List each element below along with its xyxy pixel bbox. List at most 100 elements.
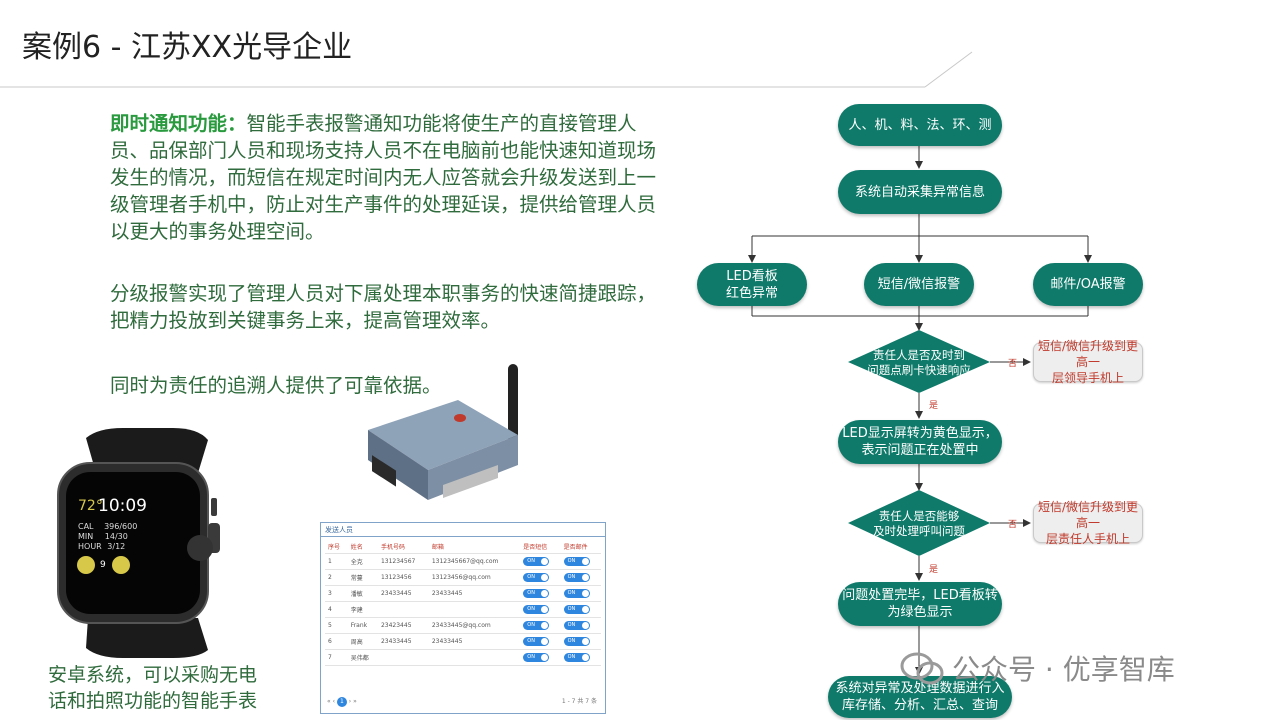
cell-no: 2 [325,569,348,586]
table-row: 6 周高 23433445 23433445 ON ON [325,633,601,650]
cell-email: 23433445 [428,585,521,602]
sms-toggle[interactable]: ON [523,604,550,614]
cell-name: 吴伟都 [347,649,378,666]
led-red-line1: LED看板 [726,268,778,284]
watch-min-value: 14/30 [104,532,128,541]
cell-no: 7 [325,649,348,666]
decision-2-text: 责任人是否能够 及时处理呼叫问题 [860,509,978,539]
cell-name: 全克 [347,553,378,570]
sms-toggle[interactable]: ON [523,636,550,646]
cell-email: 13123456@qq.com [428,569,521,586]
cell-name: 常蔓 [347,569,378,586]
traceability-paragraph: 同时为责任的追溯人提供了可靠依据。 [110,374,442,397]
tiered-alarm-paragraph: 分级报警实现了管理人员对下属处理本职事务的快速简捷跟踪，把精力投放到关键事务上来… [110,282,657,332]
flow-node-sms-alarm: 短信/微信报警 [864,263,974,306]
col-header: 是否短信 [520,541,561,554]
cell-no: 4 [325,601,348,618]
escalate-owner-line2: 层责任人手机上 [1045,532,1130,546]
watermark: 公众号 · 优享智库 [900,648,1175,688]
escalate-leader-line2: 层领导手机上 [1051,371,1124,385]
table-header-row: 序号 姓名 手机号码 邮箱 是否短信 是否邮件 [325,541,601,554]
no-label-1: 否 [1008,359,1018,369]
flow-node-led-red: LED看板 红色异常 [697,263,807,306]
flow-node-auto-collect: 系统自动采集异常信息 [838,170,1002,214]
table-row: 3 潘敏 23433445 23433445 ON ON [325,585,601,602]
record-count: 1 - 7 共 7 条 [561,698,597,705]
led-yellow-line2: 表示问题正在处置中 [861,443,979,458]
mail-toggle[interactable]: ON [563,588,590,598]
cell-no: 1 [325,553,348,570]
mail-toggle[interactable]: ON [563,604,590,614]
decision-1-line2: 问题点刷卡快速响应 [867,363,971,377]
mail-toggle[interactable]: ON [563,620,590,630]
watch-cal-value: 396/600 [104,522,138,531]
table-row: 1 全克 131234567 1312345667@qq.com ON ON [325,553,601,570]
watch-caption-line1: 安卓系统，可以采购无电 [48,664,258,686]
gsm-modem-image [368,364,518,500]
col-header: 是否邮件 [560,541,601,554]
col-header: 手机号码 [377,541,429,554]
cell-no: 3 [325,585,348,602]
decision-diamond-2 [848,490,990,556]
mail-toggle[interactable]: ON [563,636,590,646]
yes-label-1: 是 [929,401,939,411]
wechat-icon [900,652,944,685]
decision-2-line1: 责任人是否能够 [878,509,960,523]
flow-node-mail-alarm: 邮件/OA报警 [1033,263,1143,306]
data-storage-line1: 系统对异常及处理数据进行入 [835,681,1005,696]
cell-no: 5 [325,617,348,634]
escalate-owner-box: 短信/微信升级到更高一 层责任人手机上 [1033,500,1143,546]
cell-email: 23433445@qq.com [428,617,521,634]
watch-time: 10:09 [98,496,147,516]
smart-watch-image [57,428,220,658]
cell-phone: 23433445 [377,633,429,650]
cell-phone: 131234567 [377,553,429,570]
cell-phone [377,601,429,618]
cell-phone [377,649,429,666]
cell-no: 6 [325,633,348,650]
decision-2-line2: 及时处理呼叫问题 [873,524,965,538]
decision-1-text: 责任人是否及时到 问题点刷卡快速响应 [860,348,978,378]
cell-name: 李建 [347,601,378,618]
sms-toggle[interactable]: ON [523,556,550,566]
flow-node-6m: 人、机、料、法、环、测 [838,104,1002,146]
sms-toggle[interactable]: ON [523,620,550,630]
page-button[interactable]: 1 [336,697,347,707]
yes-label-2: 是 [929,565,939,575]
mail-toggle[interactable]: ON [563,556,590,566]
pagination: « ‹ 1 › » [327,697,357,707]
mail-toggle[interactable]: ON [563,572,590,582]
decision-1-line1: 责任人是否及时到 [873,348,965,362]
flow-node-led-yellow: LED显示屏转为黄色显示， 表示问题正在处置中 [838,420,1002,464]
watch-caption-line2: 话和拍照功能的智能手表 [48,690,258,712]
watch-hour-label: HOUR [78,542,102,551]
table-row: 2 常蔓 13123456 13123456@qq.com ON ON [325,569,601,586]
instant-notify-heading: 即时通知功能： [110,112,247,135]
watch-caption: 安卓系统，可以采购无电 话和拍照功能的智能手表 [48,662,257,714]
recipient-table-panel: 发送人员 序号 姓名 手机号码 邮箱 是否短信 是否邮件 1 全克 131234… [320,522,606,714]
cell-phone: 13123456 [377,569,429,586]
cell-name: Frank [347,617,378,634]
escalate-leader-line1: 短信/微信升级到更高一 [1037,339,1139,369]
sms-toggle[interactable]: ON [523,588,550,598]
decision-diamond-1 [848,330,990,393]
watch-stats: CAL 396/600 MIN 14/30 HOUR 3/12 [78,522,137,552]
led-yellow-line1: LED显示屏转为黄色显示， [842,426,998,441]
sms-toggle[interactable]: ON [523,652,550,662]
col-header: 序号 [325,541,348,554]
mail-toggle[interactable]: ON [563,652,590,662]
table-row: 5 Frank 23423445 23433445@qq.com ON ON [325,617,601,634]
recipient-table: 序号 姓名 手机号码 邮箱 是否短信 是否邮件 1 全克 131234567 1… [325,541,601,666]
cell-email: 23433445 [428,633,521,650]
flow-node-data-storage: 系统对异常及处理数据进行入 库存储、分析、汇总、查询 [828,676,1012,718]
recipient-table-title: 发送人员 [321,523,605,537]
watch-num: 9 [100,560,106,570]
table-row: 7 吴伟都 ON ON [325,649,601,666]
sms-toggle[interactable]: ON [523,572,550,582]
flow-node-led-green: 问题处置完毕，LED看板转 为绿色显示 [838,582,1002,626]
title-divider [0,51,973,88]
led-green-line2: 为绿色显示 [887,605,953,620]
cell-email: 1312345667@qq.com [428,553,521,570]
table-row: 4 李建 ON ON [325,601,601,618]
